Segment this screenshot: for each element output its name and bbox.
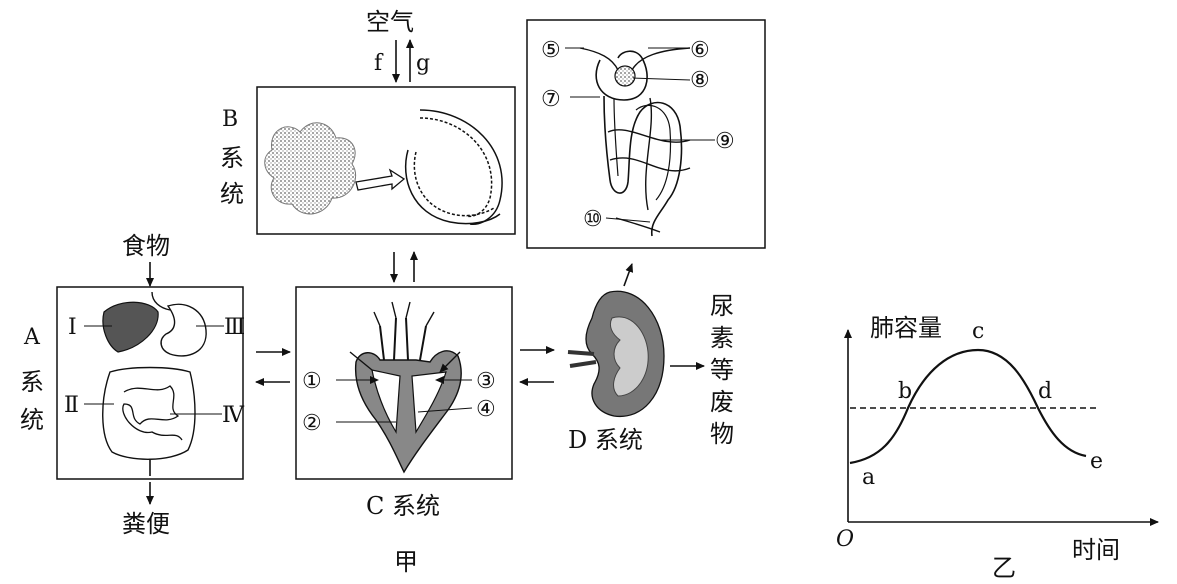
capillary-inner (413, 151, 495, 217)
system-a-label-II: Ⅱ (64, 393, 79, 418)
system-b-word-2: 统 (220, 180, 244, 208)
figure-jia-caption: 甲 (394, 548, 418, 576)
renal-tubule-inner (613, 97, 672, 201)
system-d-label: D 系统 (568, 426, 643, 454)
arrow-to-capillary (355, 168, 406, 191)
leader-8 (632, 77, 691, 81)
nephron-label-5: ⑤ (541, 38, 561, 63)
nephron-detail: ⑤ ⑥ ⑦ ⑧ ⑨ ⑩ (526, 19, 766, 249)
system-a-label-IV: Ⅳ (222, 403, 245, 428)
system-a-word-2: 统 (20, 406, 44, 434)
glomerulus (614, 65, 636, 87)
system-c-label: C 系统 (366, 492, 440, 520)
lung-alveoli-cluster (264, 122, 357, 215)
waste-char-4: 废 (710, 388, 734, 416)
esophagus (151, 291, 171, 311)
alveolus-wall-inner (419, 117, 493, 218)
system-a-label-I: Ⅰ (68, 315, 77, 340)
system-a-letter: A (23, 325, 41, 350)
system-a-word-1: 系 (20, 368, 44, 396)
system-b-letter: B (222, 107, 238, 132)
efferent-vessel (631, 47, 691, 71)
liver (102, 301, 159, 353)
system-a: A 系 统 Ⅰ Ⅲ Ⅱ Ⅳ (20, 286, 245, 480)
leader-c4 (417, 407, 473, 413)
nephron-label-6: ⑥ (690, 38, 710, 63)
waste-char-2: 素 (710, 324, 734, 352)
system-c-label-2: ② (302, 411, 322, 436)
system-b-word-1: 系 (220, 144, 244, 172)
peritubular-capillary (607, 97, 691, 211)
afferent-vessel (579, 47, 619, 71)
lung-volume-curve (849, 348, 1087, 465)
figure-yi: 肺容量 时间 O a b c d e 乙 (836, 314, 1159, 582)
large-intestine (102, 366, 196, 460)
feces-label: 粪便 (122, 510, 170, 538)
origin-label: O (836, 527, 854, 552)
system-c-label-3: ③ (476, 369, 496, 394)
nephron-label-7: ⑦ (541, 87, 561, 112)
curve-point-a: a (862, 465, 875, 490)
figure-yi-caption: 乙 (992, 554, 1016, 582)
arrow-g-label: g (416, 51, 430, 76)
curve-point-c: c (972, 319, 984, 344)
capillary-outer (404, 149, 501, 225)
nephron-label-8: ⑧ (690, 68, 710, 93)
system-b: B 系 统 (220, 86, 516, 235)
nephron-label-9: ⑨ (715, 129, 735, 154)
renal-vessels (567, 350, 597, 368)
system-a-label-III: Ⅲ (224, 315, 245, 340)
bowman-capsule (595, 50, 648, 101)
arrow-f-label: f (374, 51, 384, 76)
leader-10 (605, 217, 651, 223)
food-label: 食物 (122, 232, 170, 260)
curve-point-b: b (898, 379, 912, 404)
system-c-label-4: ④ (476, 397, 496, 422)
air-label: 空气 (366, 8, 414, 36)
nephron-label-10: ⑩ (583, 207, 603, 232)
system-c-label-1: ① (302, 369, 322, 394)
curve-point-e: e (1090, 449, 1103, 474)
small-intestine (122, 385, 183, 441)
stomach (160, 303, 207, 357)
renal-tubule (603, 95, 683, 237)
vessel-arrows (349, 301, 461, 372)
waste-char-3: 等 (710, 356, 734, 384)
figure-jia: 空气 f g B 系 统 (20, 8, 766, 576)
curve-point-d: d (1038, 379, 1052, 404)
arrow-kidney-to-nephron (623, 263, 634, 287)
great-vessels (379, 317, 427, 361)
y-axis-label: 肺容量 (870, 314, 942, 342)
system-d: D 系统 (567, 263, 705, 454)
x-axis-label: 时间 (1072, 536, 1120, 564)
waste-char-5: 物 (710, 420, 734, 448)
kidney-medulla (609, 316, 649, 397)
system-c: ① ③ ② ④ (295, 286, 513, 480)
waste-char-1: 尿 (710, 292, 734, 320)
